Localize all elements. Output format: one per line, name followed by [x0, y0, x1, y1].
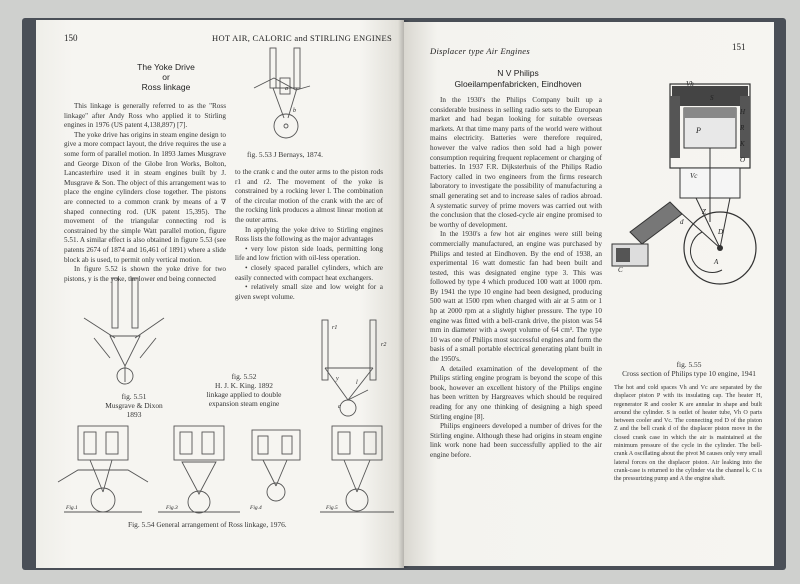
label-l: l — [356, 380, 358, 386]
fig-554-drawing-2 — [158, 425, 240, 514]
fig-554-drawing-1 — [57, 425, 149, 513]
label-vh: Vh — [686, 80, 694, 88]
fig-554-drawing-4 — [320, 425, 394, 513]
right-page-number: 151 — [732, 42, 746, 52]
label-s: S — [710, 94, 714, 102]
section-title: The Yoke Drive or Ross linkage — [137, 62, 195, 92]
fig-552-drawing — [321, 319, 377, 417]
label-fig3: Fig.3 — [166, 505, 178, 511]
fig-553-drawing — [253, 47, 311, 139]
label-c: c — [338, 404, 341, 410]
fig-555-drawing — [611, 83, 757, 285]
label-y: y — [336, 376, 339, 382]
fig-551-drawing — [83, 277, 165, 385]
label-d: d — [680, 218, 684, 226]
label-r1: r1 — [332, 325, 338, 331]
label-fig5: Fig.5 — [326, 505, 338, 511]
label-h: H — [740, 108, 746, 116]
fig-554-drawing-3 — [251, 429, 301, 502]
fig-551-caption: fig. 5.51 Musgrave & Dixon 1893 — [105, 392, 163, 419]
fig-555-description: The hot and cold spaces Vh and Vc are se… — [614, 385, 762, 483]
label-k: K — [740, 140, 745, 148]
philips-title: N V Philips Gloeilampenfabricken, Eindho… — [454, 68, 582, 89]
label-vc: Vc — [690, 172, 698, 180]
label-r2: r2 — [381, 342, 387, 348]
label-aa: A — [714, 258, 719, 266]
label-dd: D — [718, 228, 724, 236]
label-o: O — [740, 156, 746, 164]
label-fig1: Fig.1 — [66, 505, 78, 511]
left-page: 150 HOT AIR, CALORIC and STIRLING ENGINE… — [36, 20, 404, 568]
left-page-number: 150 — [64, 33, 78, 43]
fig-555-caption: fig. 5.55 Cross section of Philips type … — [622, 360, 756, 378]
label-b-553: b — [293, 108, 296, 114]
right-page: Displacer type Air Engines 151 N V Phili… — [404, 22, 774, 566]
label-a-553: a — [285, 86, 288, 92]
left-running-head: HOT AIR, CALORIC and STIRLING ENGINES — [212, 33, 392, 43]
label-r: R — [740, 124, 745, 132]
right-body-text: In the 1930's the Philips Company built … — [430, 96, 602, 459]
fig-554-caption: Fig. 5.54 General arrangement of Ross li… — [128, 520, 287, 529]
label-fig4: Fig.4 — [250, 505, 262, 511]
fig-553-caption: fig. 5.53 J Bernays, 1874. — [247, 150, 323, 159]
label-z: Z — [702, 208, 706, 216]
left-column-1: This linkage is generally referred to as… — [64, 102, 226, 283]
label-p: P — [696, 126, 701, 135]
right-running-head: Displacer type Air Engines — [430, 46, 530, 56]
label-cc: C — [618, 266, 623, 274]
left-column-2: to the crank c and the outer arms to the… — [235, 168, 383, 301]
fig-552-caption: fig. 5.52 H. J. K. King. 1892 linkage ap… — [206, 372, 282, 408]
